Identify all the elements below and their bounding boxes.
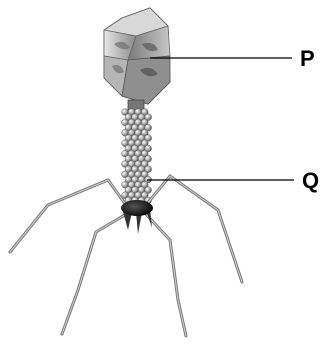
label-q-group: Q xyxy=(147,168,319,193)
tail-sheath xyxy=(122,109,152,204)
label-q: Q xyxy=(302,168,319,193)
capsid-head xyxy=(104,8,170,110)
label-p: P xyxy=(300,46,315,71)
label-p-group: P xyxy=(150,46,315,71)
